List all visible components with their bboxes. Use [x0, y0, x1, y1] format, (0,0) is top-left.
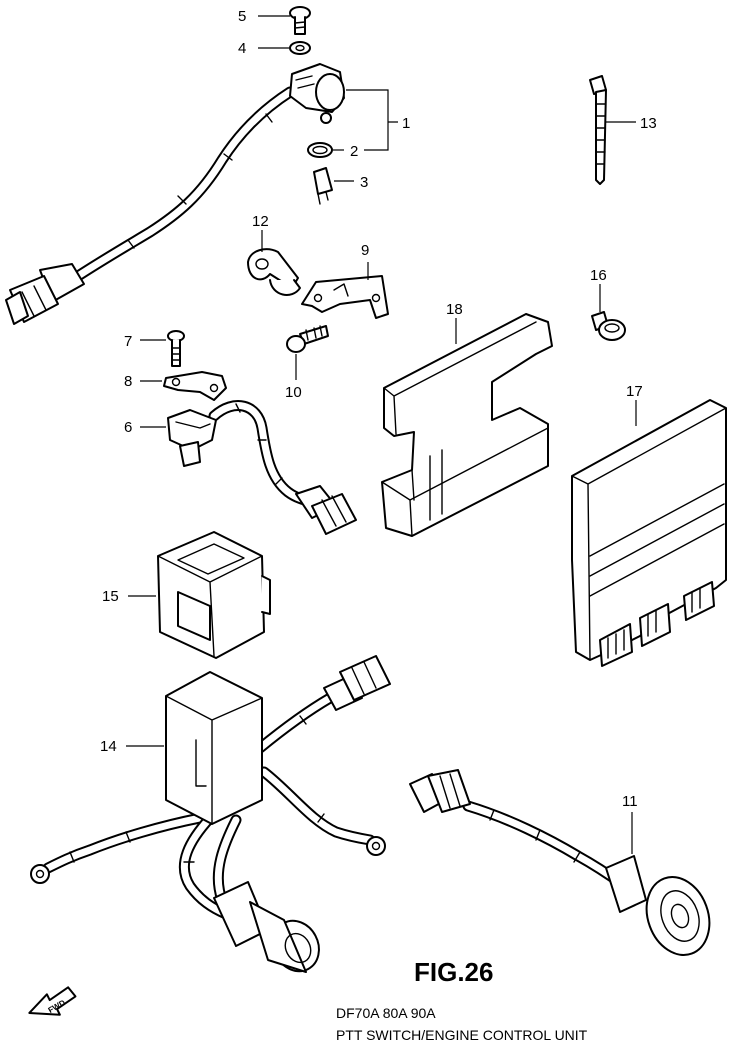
part-14-relay-harness: [30, 655, 391, 973]
callout-17: 17: [626, 383, 643, 400]
callout-3: 3: [360, 174, 368, 191]
part-15-relay: [157, 531, 271, 659]
part-10-bolt: [286, 325, 329, 353]
callout-18: 18: [446, 301, 463, 318]
callout-8: 8: [124, 373, 132, 390]
callout-11: 11: [622, 793, 638, 810]
part-2-o-ring: [307, 142, 333, 158]
part-13-cable-tie: [589, 75, 607, 185]
part-1-trim-sender-harness: [5, 63, 345, 325]
title-caption: PTT SWITCH/ENGINE CONTROL UNIT: [336, 1027, 588, 1043]
callout-9: 9: [361, 242, 369, 259]
part-3-clip: [313, 167, 333, 205]
figure-label: FIG.26: [414, 957, 493, 987]
callout-12: 12: [252, 213, 269, 230]
part-5-screw: [289, 6, 311, 35]
part-9-bracket: [301, 275, 389, 319]
callout-13: 13: [640, 115, 657, 132]
callout-15: 15: [102, 588, 119, 605]
callout-14: 14: [100, 738, 117, 755]
callout-2: 2: [350, 143, 358, 160]
callout-1: 1: [402, 115, 410, 132]
fwd-arrow-icon: FWD: [28, 986, 77, 1016]
callout-5: 5: [238, 8, 246, 25]
part-17-engine-control-unit: [571, 399, 727, 667]
callout-16: 16: [590, 267, 607, 284]
part-7-screw: [167, 330, 185, 367]
part-4-washer: [289, 41, 311, 55]
part-16-bolt: [591, 311, 626, 341]
model-caption: DF70A 80A 90A: [336, 1005, 436, 1021]
callout-10: 10: [285, 384, 302, 401]
part-8-plate: [163, 371, 227, 401]
part-18-ecu-cover: [381, 313, 553, 537]
part-12-clamp: [247, 248, 301, 296]
callout-6: 6: [124, 419, 132, 436]
leader-1: [346, 89, 398, 151]
part-6-ptt-switch-harness: [167, 400, 357, 535]
part-11-harness-grommet: [409, 769, 711, 956]
callout-7: 7: [124, 333, 132, 350]
callout-4: 4: [238, 40, 246, 57]
